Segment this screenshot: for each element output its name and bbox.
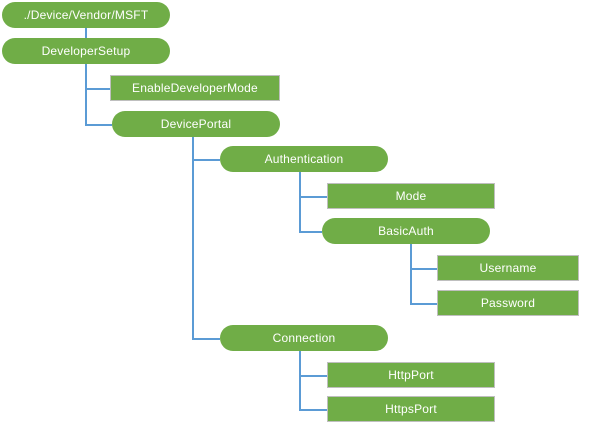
- connector-conn-to-httpport: [299, 375, 327, 377]
- connector-devportal-to-auth: [192, 159, 220, 161]
- connector-devsetup-to-enabledev: [85, 88, 110, 90]
- connector-basicauth-to-username: [410, 268, 437, 270]
- connector-auth-to-basicauth: [299, 231, 322, 233]
- connector-conn-trunk: [299, 351, 301, 410]
- connector-auth-trunk: [299, 172, 301, 232]
- connector-devsetup-to-devportal: [85, 124, 112, 126]
- connector-devsetup-trunk: [85, 64, 87, 124]
- node-username[interactable]: Username: [437, 255, 579, 281]
- node-devsetup[interactable]: DeveloperSetup: [2, 38, 170, 64]
- connector-basicauth-trunk: [410, 244, 412, 304]
- node-httpport[interactable]: HttpPort: [327, 362, 495, 388]
- node-auth[interactable]: Authentication: [220, 146, 388, 172]
- connector-conn-to-httpsport: [299, 409, 327, 411]
- node-connection[interactable]: Connection: [220, 325, 388, 351]
- node-basicauth[interactable]: BasicAuth: [322, 218, 490, 244]
- node-password[interactable]: Password: [437, 290, 579, 316]
- node-enabledev[interactable]: EnableDeveloperMode: [110, 75, 280, 101]
- node-devportal[interactable]: DevicePortal: [112, 111, 280, 137]
- node-httpsport[interactable]: HttpsPort: [327, 396, 495, 422]
- connector-auth-to-mode: [299, 196, 327, 198]
- connector-basicauth-to-password: [410, 303, 437, 305]
- connector-devportal-trunk: [192, 137, 194, 338]
- node-root[interactable]: ./Device/Vendor/MSFT: [2, 2, 170, 28]
- connector-devportal-to-conn: [192, 338, 220, 340]
- connector-root-to-devsetup: [85, 28, 87, 38]
- node-mode[interactable]: Mode: [327, 183, 495, 209]
